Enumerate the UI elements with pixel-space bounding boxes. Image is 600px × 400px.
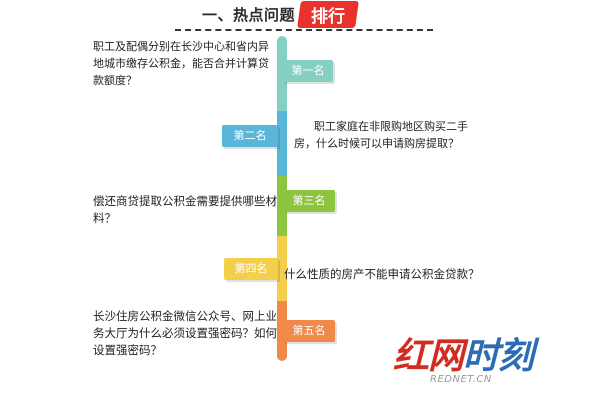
ranking-badge: 排行 bbox=[297, 1, 359, 28]
question-5: 长沙住房公积金微信公众号、网上业务大厅为什么必须设置强密码？如何设置强密码？ bbox=[93, 309, 277, 357]
timeline-segment-4 bbox=[277, 236, 287, 301]
section-title: 一、热点问题 bbox=[202, 6, 296, 24]
question-1: 职工及配偶分别在长沙中心和省内异地城市缴存公积金，能否合并计算贷款额度？ bbox=[93, 40, 269, 87]
rank-tag-3: 第三名 bbox=[283, 190, 335, 212]
question-2: 职工家庭在非限购地区购买二手房，什么时候可以申请购房提取？ bbox=[294, 120, 468, 150]
rank-tag-2: 第二名 bbox=[222, 125, 278, 147]
rednet-watermark-logo: 红网时刻 bbox=[393, 336, 534, 378]
header-divider bbox=[175, 29, 433, 31]
rednet-watermark-url: REDNET.CN bbox=[430, 374, 492, 385]
question-3: 偿还商贷提取公积金需要提供哪些材料？ bbox=[93, 194, 277, 225]
ranking-badge-label: 排行 bbox=[311, 7, 345, 27]
rank-tag-1: 第一名 bbox=[283, 60, 333, 82]
timeline-segment-5 bbox=[277, 301, 287, 361]
question-4: 什么性质的房产不能申请公积金贷款？ bbox=[284, 267, 480, 281]
watermark-red-text: 红网 bbox=[393, 336, 464, 377]
timeline-segment-2 bbox=[277, 111, 287, 176]
timeline-segment-1 bbox=[277, 36, 287, 111]
timeline-segment-3 bbox=[277, 176, 287, 236]
rank-tag-5: 第五名 bbox=[283, 320, 335, 342]
watermark-blue-text: 时刻 bbox=[463, 336, 534, 377]
rank-tag-4: 第四名 bbox=[224, 258, 278, 280]
